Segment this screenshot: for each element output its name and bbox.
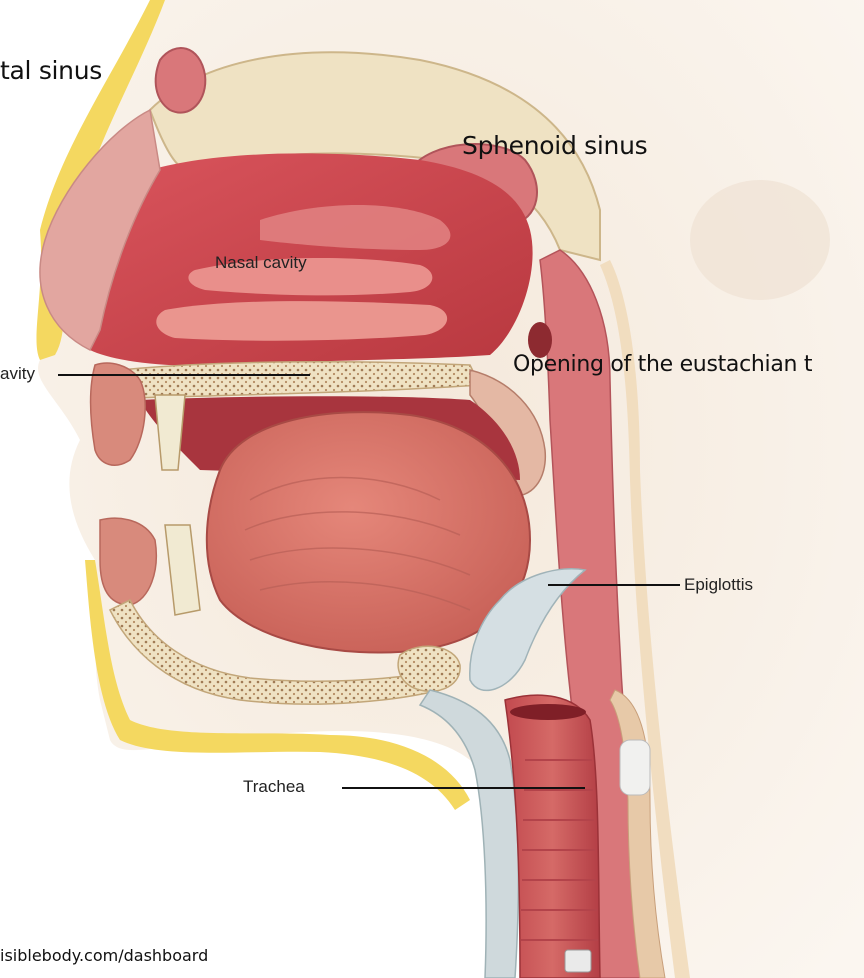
hyoid-bone [398, 646, 460, 691]
frontal-sinus-label: tal sinus [0, 56, 102, 85]
frontal-sinus-shape [156, 48, 206, 113]
nasal-turbinate-lower [156, 301, 447, 341]
oral-cavity-label: avity [0, 364, 35, 384]
trachea-shape [505, 695, 600, 978]
source-url-text: isiblebody.com/dashboard [0, 946, 208, 965]
tongue [207, 412, 530, 652]
ear-shadow [690, 180, 830, 300]
nasal-cavity-label: Nasal cavity [215, 253, 307, 273]
epiglottis-label: Epiglottis [684, 575, 753, 595]
spine-block [620, 740, 650, 795]
sphenoid-sinus-label: Sphenoid sinus [462, 131, 647, 160]
vocal-fold [510, 704, 586, 720]
trachea-label: Trachea [243, 777, 305, 797]
lower-lip [100, 518, 156, 605]
trachea-clip [565, 950, 591, 972]
eustachian-opening-label: Opening of the eustachian t [513, 352, 812, 377]
